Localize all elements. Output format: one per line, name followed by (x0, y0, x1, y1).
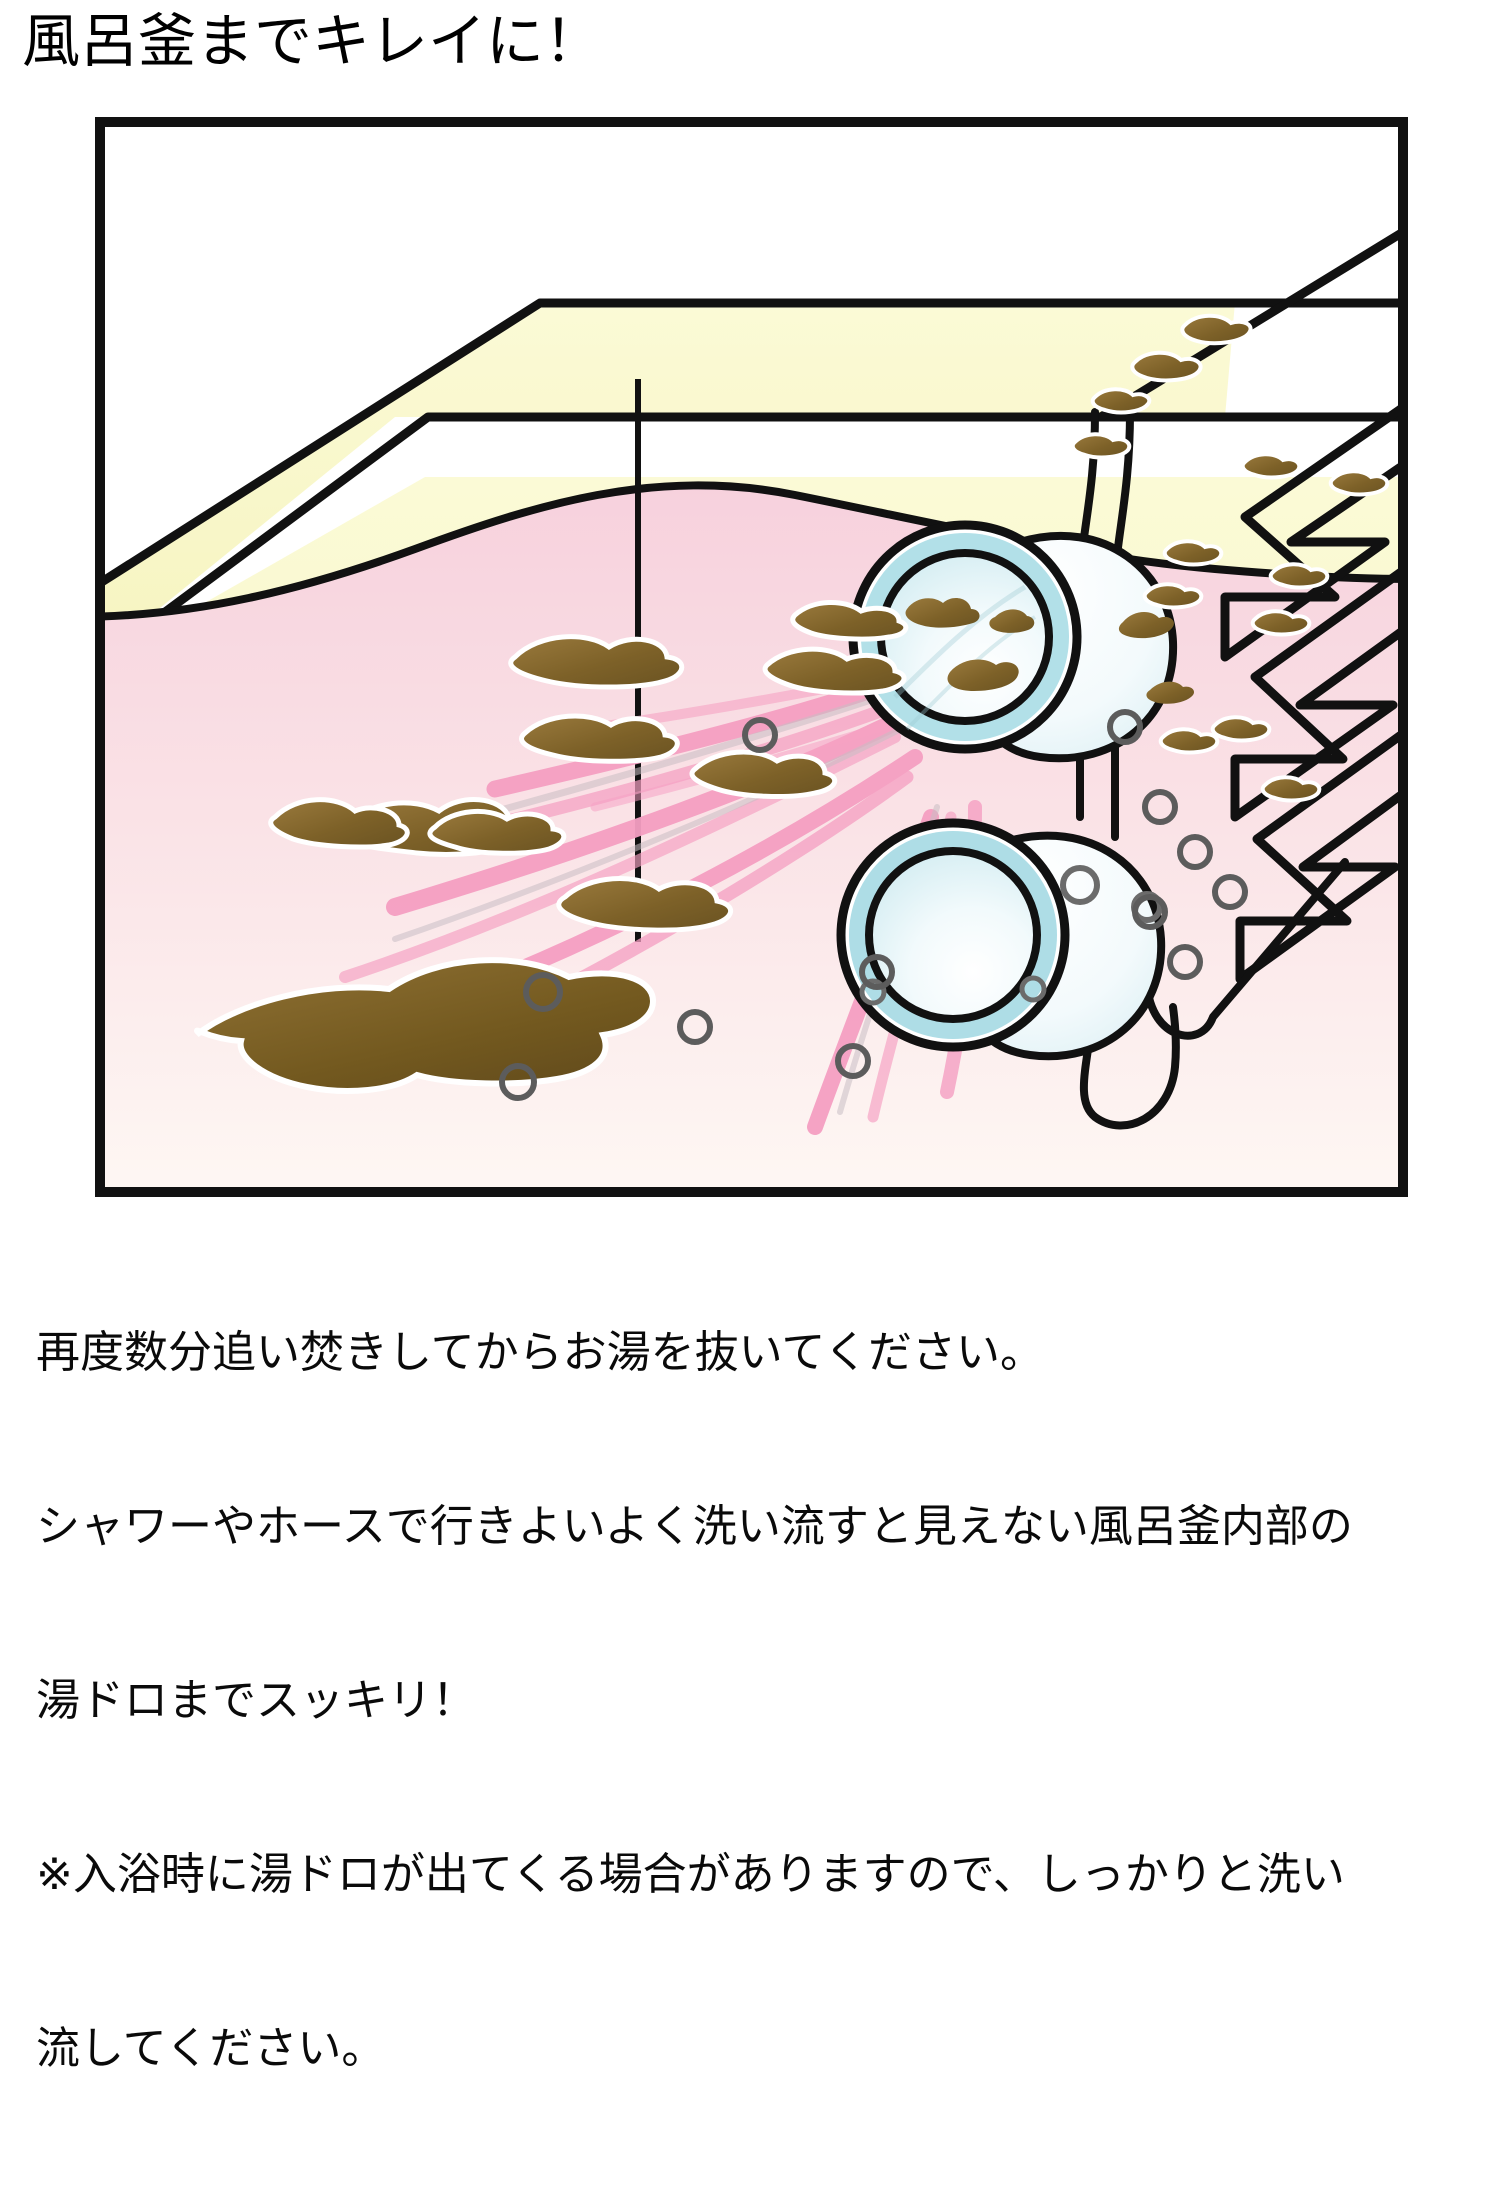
dirt-speck (1260, 775, 1322, 803)
bubble (1107, 709, 1143, 745)
bubble (499, 1063, 537, 1101)
dirt-speck (1130, 350, 1203, 383)
nozzle-dirt-bell (1118, 612, 1195, 704)
dirt-speck (1240, 452, 1302, 480)
dirt-speck (1142, 582, 1204, 610)
wall-slot-3 (1235, 728, 1402, 984)
dirt-speck (1090, 387, 1152, 415)
dirt-blob (790, 599, 909, 642)
dirt-speck (1158, 727, 1220, 755)
jet-nozzle-lower[interactable] (836, 818, 1166, 1061)
illustration-frame (95, 117, 1408, 1197)
dirt-blob (689, 749, 838, 799)
dirt-blob-large (194, 957, 657, 1094)
bubble (742, 717, 778, 753)
dirt-blob (508, 634, 685, 690)
bubble (1132, 894, 1168, 930)
bubble (859, 954, 895, 990)
bathtub-illustration (95, 117, 1408, 1197)
page-title: 風呂釜までキレイに！ (22, 7, 603, 75)
page-root: 風呂釜までキレイに！ (22, 7, 1408, 2074)
dirt-blob (762, 646, 907, 696)
nozzle-dirt (905, 598, 1035, 691)
bubble (1212, 874, 1248, 910)
caption-line-3: 湯ドロまでスッキリ！ (36, 1675, 476, 1726)
caption-line-1: 再度数分追い焚きしてからお湯を抜いてください。 (36, 1327, 1045, 1378)
bubble (1142, 789, 1178, 825)
dirt-blob (268, 797, 410, 850)
dirt-speck (1162, 539, 1224, 567)
bubble (1167, 944, 1203, 980)
caption-line-2: シャワーやホースで行きよいよく洗い流すと見えない風呂釜内部の (36, 1501, 1353, 1552)
caption-line-4: ※入浴時に湯ドロが出てくる場合がありますので、しっかりと洗い (36, 1849, 1345, 1900)
dirt-blob (519, 713, 680, 764)
illustration-canvas (101, 123, 1402, 1191)
dirt-speck (1328, 469, 1390, 497)
bubbles (499, 709, 1248, 1101)
caption-block: 再度数分追い焚きしてからお湯を抜いてください。 シャワーやホースで行きよいよく洗… (36, 1208, 1476, 2194)
bubble (523, 972, 563, 1012)
dirt-blobs (194, 313, 1390, 1094)
dirt-blob (556, 876, 733, 933)
dirt-speck (1268, 562, 1330, 590)
wall-slot-2 (1230, 565, 1402, 822)
bubble (677, 1009, 713, 1045)
dirt-speck (1250, 609, 1312, 637)
caption-line-5: 流してください。 (36, 2023, 386, 2074)
dirt-speck (1210, 715, 1272, 743)
bubble (835, 1043, 871, 1079)
dirt-blob (427, 808, 567, 856)
dirt-speck (1070, 432, 1132, 460)
illustration-figure (95, 117, 1408, 1197)
wall-slot-1 (1220, 402, 1402, 662)
bubble (1177, 834, 1213, 870)
wall-slots (1220, 402, 1402, 984)
jet-nozzle-upper[interactable] (848, 520, 1195, 763)
dirt-speck (1180, 313, 1253, 346)
